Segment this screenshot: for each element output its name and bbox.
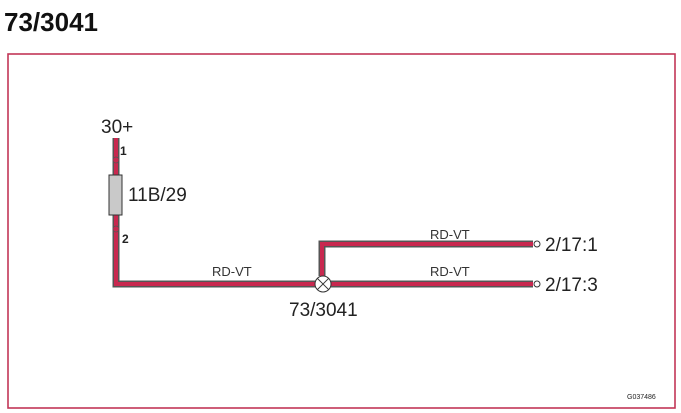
figure-code: G037486 bbox=[627, 394, 656, 401]
fuse-label: 11B/29 bbox=[128, 185, 187, 206]
wire-splice-to-upper bbox=[318, 240, 533, 276]
diagram-frame bbox=[7, 53, 676, 409]
fuse-symbol bbox=[108, 156, 123, 233]
connector-upper-terminal bbox=[533, 240, 541, 248]
connector-upper-label: 2/17:1 bbox=[545, 235, 598, 256]
fuse-pin-top-label: 1 bbox=[120, 144, 127, 158]
fuse-pin-bottom-label: 2 bbox=[122, 232, 129, 246]
wire-lower-label: RD-VT bbox=[430, 264, 470, 279]
fuse-body bbox=[108, 174, 123, 216]
wire-core-layer bbox=[114, 138, 533, 286]
wire-main-label: RD-VT bbox=[212, 264, 252, 279]
wire-outline-layer bbox=[112, 138, 533, 288]
splice-symbol bbox=[314, 275, 332, 293]
fuse-pin-1-dot bbox=[112, 156, 120, 164]
connector-lower-terminal bbox=[533, 280, 541, 288]
supply-label: 30+ bbox=[101, 117, 133, 138]
wire-upper-label: RD-VT bbox=[430, 227, 470, 242]
diagram-title: 73/3041 bbox=[4, 7, 98, 37]
splice-label: 73/3041 bbox=[289, 300, 358, 321]
fuse-pin-2-dot bbox=[112, 225, 120, 233]
connector-lower-label: 2/17:3 bbox=[545, 275, 598, 296]
